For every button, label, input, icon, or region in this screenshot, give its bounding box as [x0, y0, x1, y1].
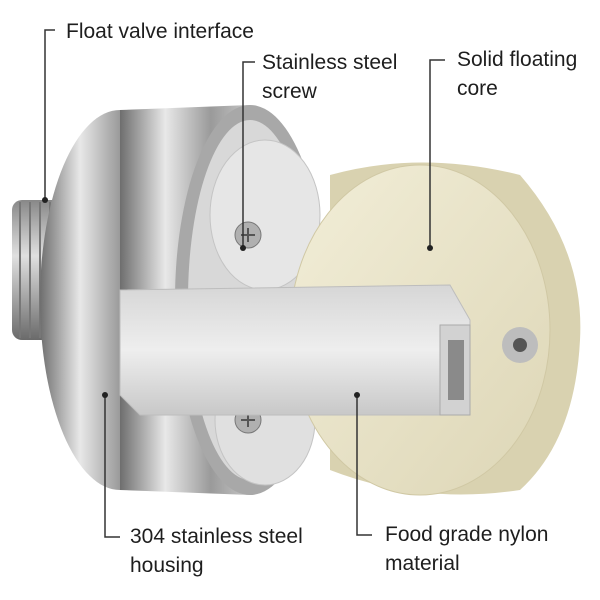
label-text: Stainless steel — [262, 51, 398, 74]
leader-lines — [44, 29, 445, 538]
label-text: Float valve interface — [66, 20, 254, 43]
label-text: 304 stainless steel — [130, 525, 303, 548]
label-solid-floating-core: Solid floating core — [457, 45, 577, 103]
label-text: core — [457, 77, 498, 100]
label-stainless-steel-screw: Stainless steel screw — [262, 48, 397, 106]
nylon-bar — [119, 284, 471, 416]
label-food-grade-nylon-material: Food grade nylon material — [385, 520, 548, 578]
label-float-valve-interface: Float valve interface — [66, 17, 254, 46]
label-text: housing — [130, 554, 204, 577]
label-text: Solid floating — [457, 48, 578, 71]
label-text: material — [385, 552, 460, 575]
label-text: screw — [262, 80, 317, 103]
label-304-stainless-steel-housing: 304 stainless steel housing — [130, 522, 303, 580]
label-text: Food grade nylon — [385, 523, 549, 546]
